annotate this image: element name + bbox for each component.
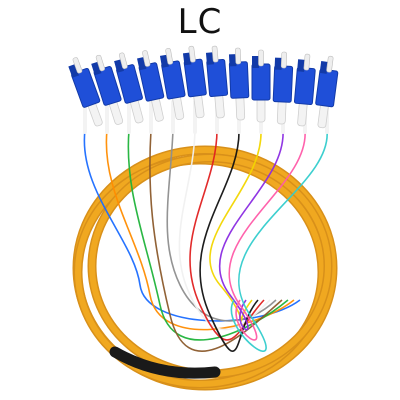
lc-connector — [91, 54, 124, 125]
lc-connector-row — [68, 45, 339, 129]
lc-connector — [159, 48, 186, 120]
fiber-bundle — [83, 100, 329, 353]
lc-connector — [251, 49, 271, 123]
connector-latch — [205, 52, 214, 65]
connector-housing — [206, 58, 229, 98]
connector-boot — [276, 99, 287, 125]
connector-housing — [251, 63, 271, 101]
connector-ferrule — [165, 48, 174, 65]
connector-housing — [228, 61, 250, 99]
connector-latch — [274, 57, 283, 70]
lc-connector — [68, 57, 103, 127]
lc-connector — [137, 50, 165, 122]
heat-shrink-sleeve — [109, 346, 221, 379]
connector-ferrule — [95, 54, 105, 72]
lc-connector — [205, 45, 229, 119]
connector-ferrule — [234, 47, 242, 65]
connector-boot — [297, 101, 308, 127]
connector-ferrule — [303, 53, 311, 71]
connector-latch — [252, 56, 259, 68]
lc-connector — [228, 47, 250, 121]
connector-boot — [256, 97, 266, 123]
connector-ferrule — [72, 57, 83, 74]
connector-ferrule — [326, 55, 334, 73]
fiber-strand — [228, 129, 306, 341]
fiber-strand — [209, 129, 262, 322]
fiber-strand — [166, 129, 277, 322]
lc-connector — [272, 51, 294, 125]
connector-housing — [293, 66, 316, 106]
connector-housing — [315, 68, 339, 108]
lc-connector — [182, 45, 207, 119]
fiber-strand — [105, 129, 295, 331]
connector-ferrule — [188, 45, 196, 63]
connector-latch — [297, 59, 306, 72]
connector-latch — [319, 61, 329, 74]
sleeve-body — [109, 346, 221, 379]
lc-connector — [315, 55, 339, 129]
connector-type-label: LC — [177, 2, 223, 42]
fiber-strand — [199, 129, 259, 353]
jacket-coil — [72, 145, 338, 391]
fiber-strand — [127, 129, 289, 341]
fiber-strand — [218, 129, 284, 331]
connector-ferrule — [280, 51, 288, 69]
connector-ferrule — [211, 45, 219, 63]
connector-boot — [214, 93, 225, 119]
connector-boot — [235, 95, 246, 121]
fiber-strand — [149, 129, 283, 352]
connector-ferrule — [118, 52, 128, 69]
connector-latch — [228, 54, 237, 67]
lc-connector — [293, 53, 316, 127]
connector-housing — [272, 65, 294, 103]
lc-connector — [114, 52, 144, 124]
connector-latch — [68, 64, 80, 78]
connector-ferrule — [142, 50, 151, 67]
connector-ferrule — [258, 49, 264, 67]
fiber-strand — [230, 129, 328, 352]
connector-latch — [182, 52, 192, 66]
